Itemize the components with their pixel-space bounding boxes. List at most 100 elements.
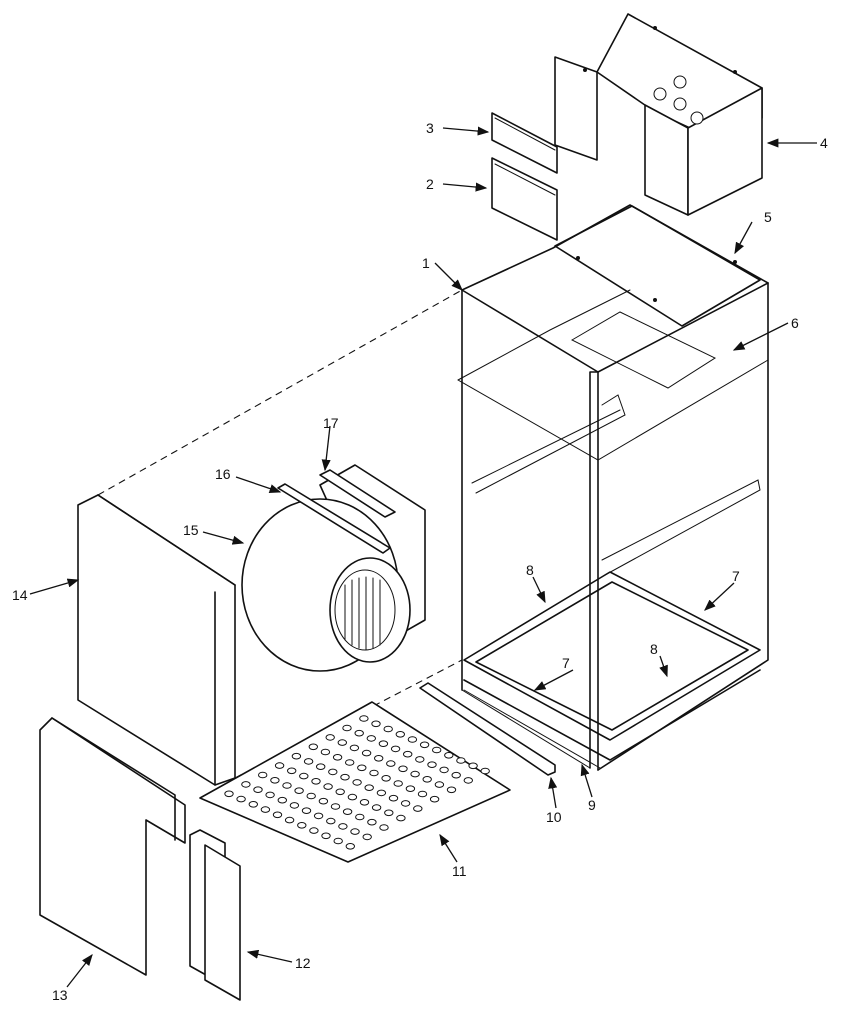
perforation-hole: [299, 772, 309, 780]
callout-12: 12: [295, 955, 311, 971]
perforation-hole: [434, 781, 445, 788]
perforation-hole: [400, 800, 411, 807]
callout-9: 9: [588, 797, 596, 813]
perforation-hole: [417, 790, 428, 798]
perforation-hole: [342, 808, 353, 816]
perforation-hole: [337, 739, 347, 746]
perforation-hole: [345, 843, 355, 850]
perforation-hole: [270, 777, 280, 784]
perforation-hole: [224, 790, 234, 798]
part-2-panel: [491, 157, 558, 241]
part-13-side-panel: [39, 717, 186, 976]
perforation-hole: [439, 766, 449, 774]
perforation-hole: [287, 767, 297, 775]
perforation-hole: [362, 833, 372, 841]
perforation-hole: [321, 832, 331, 840]
perforation-hole: [323, 783, 333, 790]
perforation-hole: [340, 773, 350, 781]
perforation-hole: [316, 763, 326, 771]
perforation-hole: [359, 799, 370, 806]
perforation-hole: [284, 816, 295, 824]
perforation-hole: [405, 785, 416, 793]
perforation-hole: [410, 770, 420, 778]
perforation-hole: [398, 765, 408, 773]
perforation-hole: [347, 793, 358, 801]
part-15-blower-housing: [241, 464, 426, 672]
perforation-hole: [282, 782, 292, 789]
perforation-hole: [294, 787, 304, 795]
perforation-hole: [393, 780, 403, 787]
callout-7-right: 7: [732, 568, 740, 584]
perforation-hole: [463, 777, 473, 784]
perforation-hole: [468, 762, 478, 770]
perforation-hole: [364, 784, 374, 792]
perforation-hole: [342, 724, 352, 732]
perforation-hole: [274, 762, 285, 769]
callout-13: 13: [52, 987, 68, 1003]
perforation-hole: [381, 775, 391, 782]
part-12-channel-brackets: [189, 829, 241, 1001]
perforation-hole: [446, 786, 457, 794]
perforation-hole: [258, 771, 268, 779]
perforation-hole: [359, 715, 369, 722]
perforation-hole: [374, 755, 384, 762]
perforation-hole: [366, 735, 376, 742]
perforation-hole: [350, 828, 360, 835]
perforation-hole: [313, 812, 324, 820]
perforation-hole: [376, 789, 387, 797]
callout-8-left: 8: [526, 562, 534, 578]
callout-1: 1: [422, 255, 430, 271]
perforation-hole: [311, 778, 321, 785]
perforation-hole: [480, 767, 490, 775]
perforation-hole: [241, 781, 251, 788]
perforation-hole: [432, 746, 442, 754]
perforation-hole: [352, 779, 362, 786]
perforation-hole: [395, 731, 405, 738]
perforation-hole: [236, 795, 246, 803]
perforation-hole: [297, 822, 307, 829]
perforation-hole: [277, 796, 287, 804]
perforation-hole: [272, 811, 283, 819]
perforation-hole: [456, 757, 466, 764]
perforation-hole: [338, 823, 348, 830]
callout-8-right: 8: [650, 641, 658, 657]
perforation-hole: [333, 837, 343, 845]
perforation-hole: [354, 729, 364, 737]
perforation-hole: [253, 786, 263, 794]
part-11-perforated-plate: [199, 701, 511, 863]
perforation-hole: [309, 827, 319, 834]
perforation-hole: [444, 752, 454, 759]
perforation-hole: [349, 744, 360, 752]
part-1-cabinet-frame: [457, 204, 769, 771]
callout-4: 4: [820, 135, 828, 151]
perforation-hole: [379, 824, 389, 831]
perforation-hole: [301, 807, 312, 815]
perforation-hole: [357, 764, 367, 772]
perforation-hole: [415, 756, 425, 763]
perforation-hole: [388, 794, 399, 802]
callout-5: 5: [764, 209, 772, 225]
part-16-17-blower-bracket: [277, 469, 396, 554]
part-3-panel: [491, 112, 558, 174]
perforation-hole: [361, 749, 372, 757]
perforation-hole: [335, 788, 345, 796]
callout-14: 14: [12, 587, 28, 603]
perforation-hole: [383, 725, 393, 733]
perforation-hole: [369, 769, 379, 777]
perforation-hole: [390, 745, 401, 753]
perforation-hole: [248, 801, 259, 808]
perforation-hole: [265, 791, 275, 799]
callout-11: 11: [452, 863, 467, 879]
perforation-hole: [320, 748, 331, 756]
perforation-hole: [306, 792, 316, 800]
perforation-hole: [396, 814, 406, 822]
perforation-hole: [367, 818, 377, 826]
callout-7-left: 7: [562, 655, 570, 671]
perforation-hole: [328, 768, 338, 776]
perforation-hole: [371, 804, 382, 811]
perforation-hole: [291, 752, 302, 760]
callout-3: 3: [426, 120, 434, 136]
perforation-hole: [451, 771, 461, 779]
perforation-hole: [326, 817, 336, 825]
